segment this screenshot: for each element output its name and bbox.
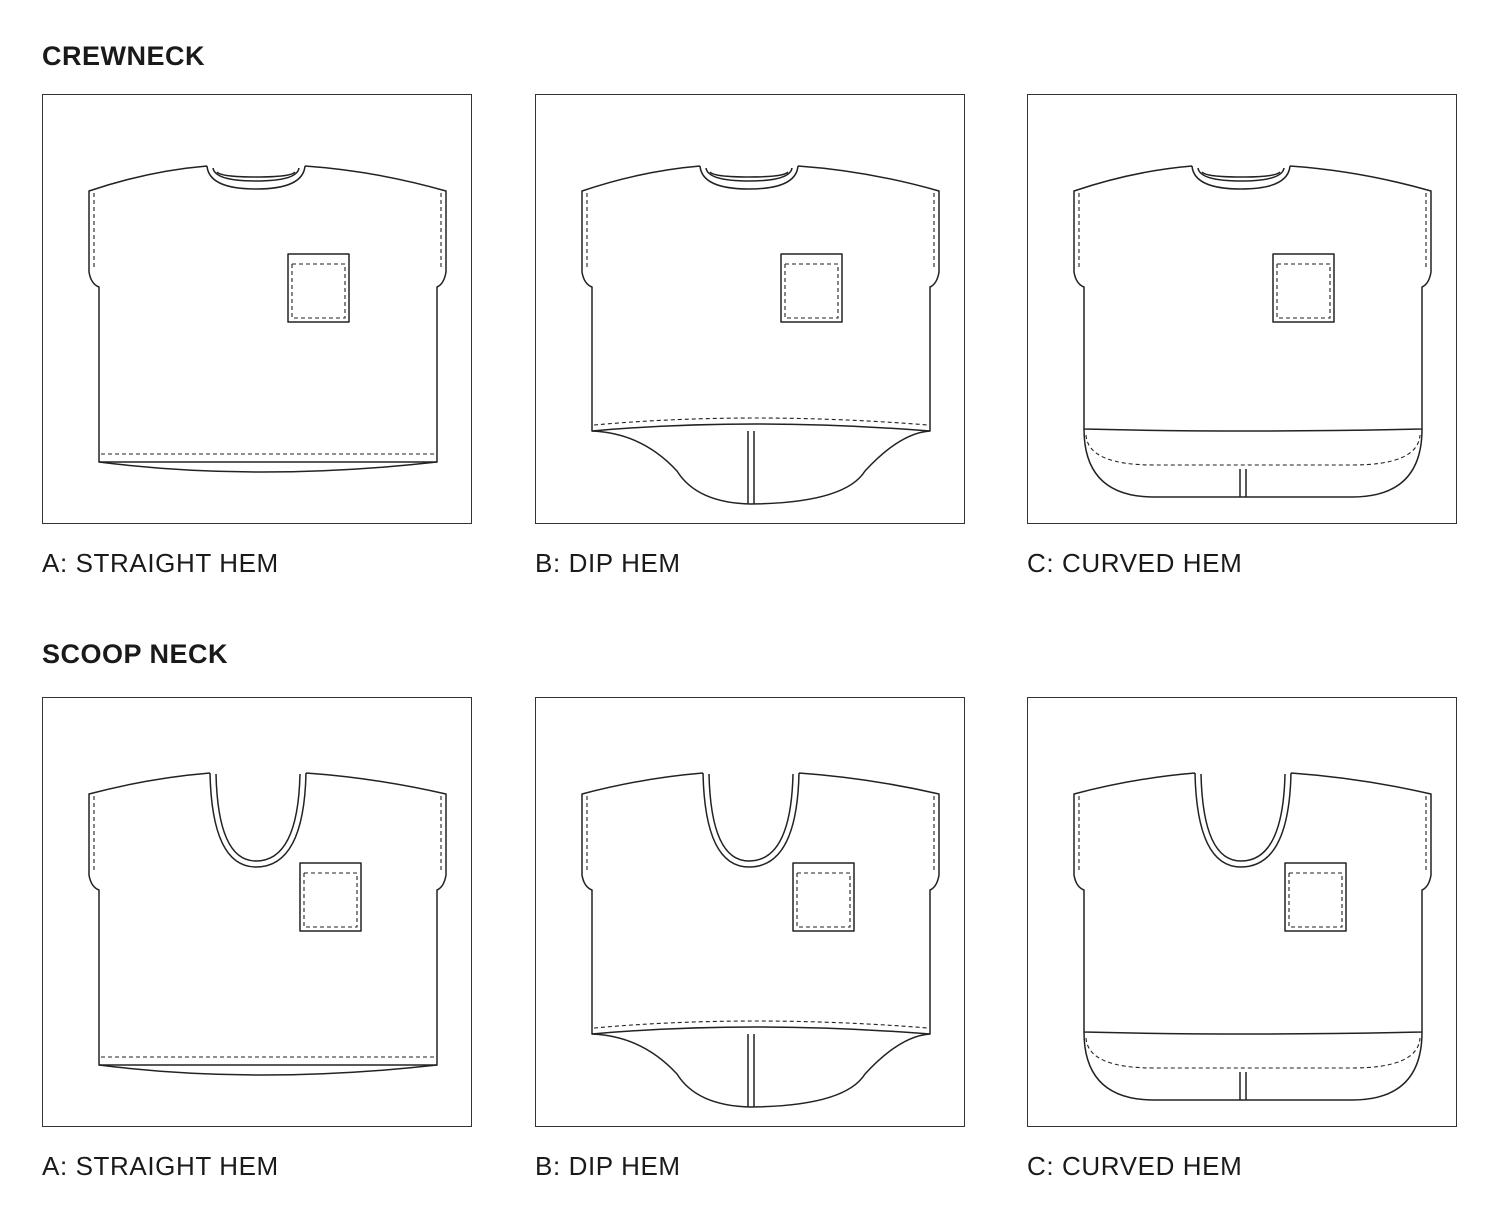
pocket-topstitch <box>291 264 346 319</box>
garment-body-outline <box>1073 772 1432 1035</box>
back-placket <box>747 1034 755 1107</box>
neckline <box>702 772 800 868</box>
pocket-topstitch <box>1276 264 1331 319</box>
neck-binding <box>212 167 300 182</box>
section-title-scoop-neck: SCOOP NECK <box>42 639 229 669</box>
garment-body-outline <box>581 165 940 432</box>
neckline <box>699 165 799 190</box>
top-illustration <box>1073 165 1432 498</box>
garment-view-scoop-dip-hem: B: DIP HEM <box>535 697 965 1179</box>
neckline <box>1191 165 1291 190</box>
chest-pocket <box>1284 862 1347 932</box>
pocket-topstitch <box>303 873 358 928</box>
hem-edge <box>98 1064 438 1076</box>
garment-view-crewneck-curved-hem: C: CURVED HEM <box>1027 94 1457 576</box>
view-frame <box>535 697 965 1127</box>
pocket-topstitch <box>1288 873 1343 928</box>
back-placket <box>747 431 755 504</box>
chest-pocket <box>287 253 350 323</box>
view-caption: A: STRAIGHT HEM <box>42 548 279 578</box>
neckline <box>206 165 306 190</box>
neckline <box>209 772 307 868</box>
chest-pocket <box>1272 253 1335 323</box>
hem-topstitch <box>1085 1037 1421 1069</box>
view-frame <box>535 94 965 524</box>
hem-edge <box>591 1033 931 1108</box>
top-illustration <box>1073 772 1432 1101</box>
chest-pocket <box>299 862 362 932</box>
back-neck-line <box>216 171 296 178</box>
garment-body-outline <box>88 772 447 1066</box>
top-illustration <box>581 165 940 505</box>
view-caption: B: DIP HEM <box>535 548 681 578</box>
garment-body-outline <box>1073 165 1432 432</box>
view-frame <box>1027 697 1457 1127</box>
garment-view-scoop-curved-hem: C: CURVED HEM <box>1027 697 1457 1179</box>
pocket-topstitch <box>784 264 839 319</box>
hem-edge <box>1083 428 1423 498</box>
back-neck-line <box>1201 171 1281 178</box>
top-illustration <box>88 165 447 473</box>
pocket-topstitch <box>796 873 851 928</box>
top-illustration <box>581 772 940 1108</box>
garment-view-crewneck-straight-hem: A: STRAIGHT HEM <box>42 94 472 576</box>
hem-topstitch <box>1085 434 1421 466</box>
chest-pocket <box>792 862 855 932</box>
neck-binding <box>705 167 793 182</box>
neckline <box>1194 772 1292 868</box>
garment-body-outline <box>88 165 447 463</box>
chest-pocket <box>780 253 843 323</box>
garment-body-outline <box>581 772 940 1035</box>
garment-view-crewneck-dip-hem: B: DIP HEM <box>535 94 965 576</box>
section-title-crewneck: CREWNECK <box>42 41 205 71</box>
back-placket <box>1239 1072 1247 1100</box>
view-frame <box>42 697 472 1127</box>
view-frame <box>1027 94 1457 524</box>
view-caption: B: DIP HEM <box>535 1151 681 1181</box>
neck-binding <box>215 773 301 862</box>
hem-edge <box>591 430 931 505</box>
hem-edge <box>98 461 438 473</box>
hem-topstitch <box>593 417 929 426</box>
view-caption: C: CURVED HEM <box>1027 1151 1243 1181</box>
neck-binding <box>1200 773 1286 862</box>
view-caption: A: STRAIGHT HEM <box>42 1151 279 1181</box>
hem-edge <box>1083 1031 1423 1101</box>
back-placket <box>1239 469 1247 497</box>
back-neck-line <box>709 171 789 178</box>
hem-topstitch <box>593 1020 929 1029</box>
view-frame <box>42 94 472 524</box>
view-caption: C: CURVED HEM <box>1027 548 1243 578</box>
top-illustration <box>88 772 447 1076</box>
garment-view-scoop-straight-hem: A: STRAIGHT HEM <box>42 697 472 1179</box>
neck-binding <box>1197 167 1285 182</box>
neck-binding <box>708 773 794 862</box>
